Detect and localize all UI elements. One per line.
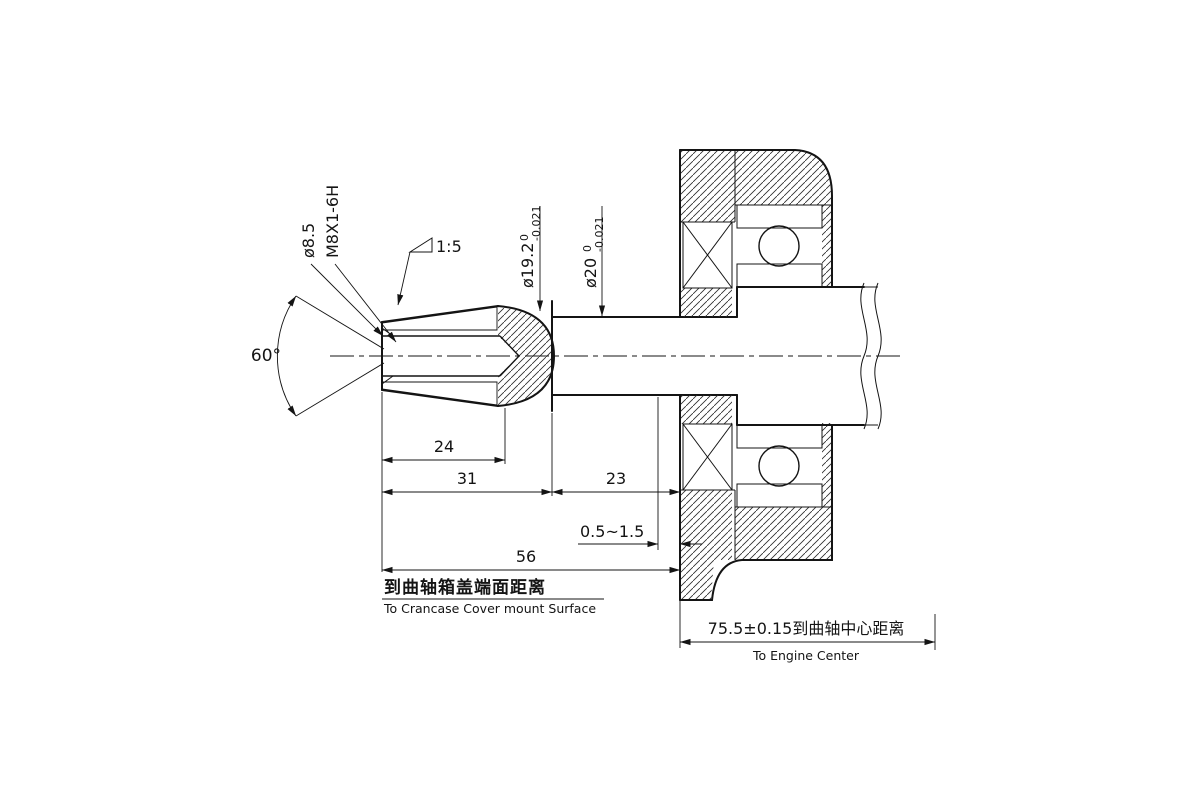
countersink-chamfer-top bbox=[381, 327, 394, 337]
tapered-shaft-end bbox=[381, 300, 556, 412]
thread-wall-hatch-top bbox=[381, 306, 498, 331]
thread-wall-hatch-bottom bbox=[381, 381, 498, 406]
oil-seal-lower bbox=[682, 423, 733, 491]
dia-19-2-tol-upper: 0 bbox=[518, 234, 531, 241]
taper-callout: 1:5 bbox=[397, 237, 462, 306]
bearing-outer-race bbox=[736, 204, 823, 229]
bearing-ball bbox=[758, 445, 800, 487]
cover-wall-hatch bbox=[680, 150, 735, 222]
dim-24-label: 24 bbox=[434, 437, 454, 456]
dim-31: 31 bbox=[381, 469, 553, 496]
crank-journal bbox=[736, 286, 865, 426]
dim-56: 56 bbox=[381, 547, 681, 574]
bearing-inner-race bbox=[736, 424, 823, 449]
ball-bearing-upper bbox=[736, 204, 823, 288]
dia-20-tol-upper: 0 bbox=[581, 245, 594, 252]
bearing-inner-race bbox=[736, 263, 823, 288]
note-crankcase-en: To Crancase Cover mount Surface bbox=[383, 601, 596, 616]
thread-label: M8X1-6H bbox=[323, 185, 342, 258]
angle-label: 60° bbox=[251, 346, 281, 366]
dim-23: 23 bbox=[551, 469, 681, 496]
dia-20-callout: ø20 0 -0.021 bbox=[581, 206, 606, 317]
countersink-chamfer-bottom bbox=[381, 375, 394, 385]
bearing-outer-race bbox=[736, 483, 823, 508]
shaft-nose-hatch bbox=[498, 307, 553, 405]
dia-19-2-tol-lower: -0.021 bbox=[530, 206, 543, 241]
angle-dimension-60: 60° bbox=[251, 295, 385, 417]
shaft-nose-profile bbox=[497, 305, 556, 407]
note-crankcase-face: 到曲轴箱盖端面距离 To Crancase Cover mount Surfac… bbox=[382, 577, 604, 616]
dia-19-2-callout: ø19.2 0 -0.021 bbox=[518, 206, 544, 312]
dia-20-label: ø20 bbox=[581, 258, 600, 288]
dia-20-tol-lower: -0.021 bbox=[593, 217, 606, 252]
dia-19-2-label: ø19.2 bbox=[518, 243, 537, 288]
cover-outline-top bbox=[679, 149, 833, 288]
thread-callout: M8X1-6H bbox=[323, 185, 397, 343]
dim-center-distance: 75.5±0.15到曲轴中心距离 To Engine Center bbox=[679, 619, 936, 663]
cover-outline-bottom bbox=[679, 424, 833, 601]
shaft-break-lines bbox=[860, 282, 882, 430]
internal-thread-hole bbox=[381, 327, 520, 385]
oil-seal-upper bbox=[682, 221, 733, 289]
dim-gap: 0.5~1.5 bbox=[578, 522, 702, 548]
bearing-ball bbox=[758, 225, 800, 267]
note-crankcase-cn: 到曲轴箱盖端面距离 bbox=[384, 577, 546, 598]
dim-23-label: 23 bbox=[606, 469, 626, 488]
dim-56-label: 56 bbox=[516, 547, 536, 566]
dia-8-5-callout: ø8.5 bbox=[299, 223, 384, 337]
taper-symbol-icon bbox=[408, 237, 433, 253]
dim-center-distance-label: 75.5±0.15到曲轴中心距离 bbox=[708, 619, 905, 638]
dia-8-5-label: ø8.5 bbox=[299, 223, 318, 258]
drill-point bbox=[499, 335, 520, 377]
taper-label: 1:5 bbox=[436, 237, 462, 256]
dim-24: 24 bbox=[381, 437, 506, 464]
crankcase-cover bbox=[679, 149, 833, 601]
ball-bearing-lower bbox=[736, 424, 823, 508]
dim-31-label: 31 bbox=[457, 469, 477, 488]
note-engine-center-en: To Engine Center bbox=[752, 648, 860, 663]
dim-gap-label: 0.5~1.5 bbox=[580, 522, 644, 541]
